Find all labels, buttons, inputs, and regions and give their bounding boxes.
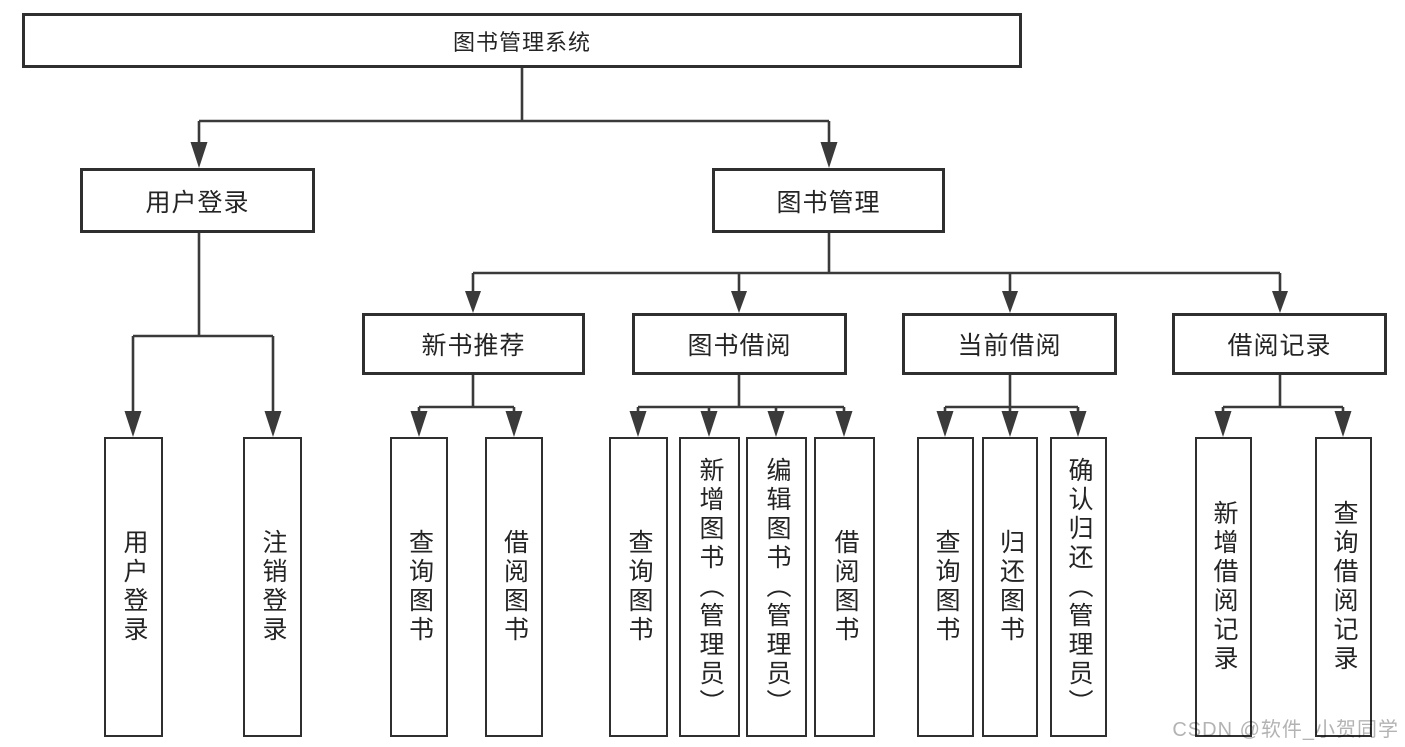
leaf-return-books: 归还图书 [982, 437, 1038, 737]
leaf-query-books-3: 查询图书 [917, 437, 974, 737]
leaf-user-login: 用户登录 [104, 437, 163, 737]
csdn-watermark: CSDN @软件_小贺同学 [1172, 719, 1399, 741]
node-new-book-recommend: 新书推荐 [362, 313, 585, 375]
leaf-edit-books-admin: 编辑图书（管理员） [746, 437, 807, 737]
leaf-query-books-2: 查询图书 [609, 437, 668, 737]
leaf-query-books-1: 查询图书 [390, 437, 448, 737]
node-current-borrow: 当前借阅 [902, 313, 1117, 375]
node-borrow-records: 借阅记录 [1172, 313, 1387, 375]
leaf-borrow-books-1: 借阅图书 [485, 437, 543, 737]
arrowheads [124, 142, 1352, 437]
leaf-logout: 注销登录 [243, 437, 302, 737]
node-book-management: 图书管理 [712, 168, 945, 233]
node-root-title: 图书管理系统 [22, 13, 1022, 68]
leaf-confirm-return-admin: 确认归还（管理员） [1050, 437, 1107, 737]
node-book-borrow: 图书借阅 [632, 313, 847, 375]
leaf-borrow-books-2: 借阅图书 [814, 437, 875, 737]
leaf-add-borrow-record: 新增借阅记录 [1195, 437, 1252, 737]
leaf-query-borrow-record: 查询借阅记录 [1315, 437, 1372, 737]
node-user-login: 用户登录 [80, 168, 315, 233]
leaf-add-books-admin: 新增图书（管理员） [679, 437, 740, 737]
